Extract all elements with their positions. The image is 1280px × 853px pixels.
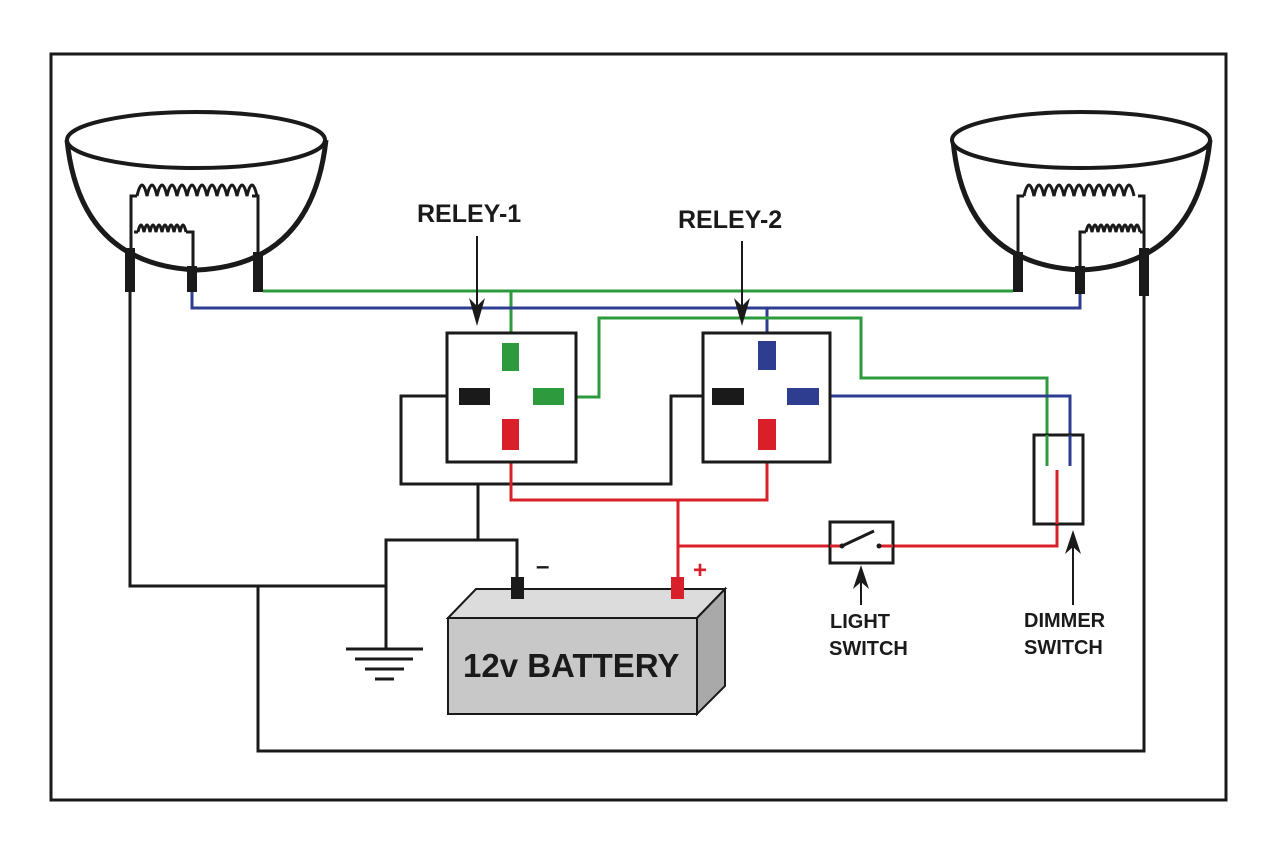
battery-negative-terminal [511, 577, 524, 599]
relay1-pin-86 [502, 343, 519, 371]
relay2-arrow [734, 241, 750, 326]
battery-label: 12v BATTERY [463, 647, 679, 684]
wire-black-left-lamp [128, 292, 386, 588]
light-switch-label-line1: LIGHT [830, 611, 890, 633]
diagram-border [49, 52, 1228, 802]
relay1-label: RELEY-1 [417, 200, 521, 228]
battery [445, 577, 728, 717]
wire-black-relay-ground [399, 394, 712, 486]
relay2-pin-85 [712, 388, 744, 405]
relay1-arrow [469, 236, 485, 326]
light-switch [828, 520, 895, 565]
ground-symbol [346, 647, 423, 681]
relay2-pin-87 [787, 388, 819, 405]
relay1-pin-30 [502, 419, 519, 450]
wire-green-to-dimmer [562, 316, 1049, 466]
relay2-label: RELEY-2 [678, 206, 782, 234]
dimmer-switch [1032, 433, 1085, 526]
wire-black-to-battery [384, 484, 480, 648]
relay2-pin-86 [758, 341, 776, 370]
relay-1 [445, 331, 578, 464]
wire-black-right-lamp [256, 296, 1146, 753]
wire-red-to-dimmer [893, 524, 1059, 548]
relay-2 [701, 331, 832, 464]
wire-red-relays [509, 450, 769, 502]
headlamp-right [950, 110, 1213, 296]
light-switch-arrow [853, 565, 869, 605]
dimmer-switch-label-line1: DIMMER [1024, 610, 1106, 632]
relay1-pin-87 [533, 388, 564, 405]
wire-black-battery-neg [478, 538, 519, 578]
battery-positive-terminal [671, 577, 684, 599]
dimmer-switch-arrow [1065, 530, 1081, 605]
headlamp-left [64, 110, 329, 292]
battery-minus-sign: – [536, 553, 549, 580]
relay1-pin-85 [459, 388, 490, 405]
dimmer-switch-label-line2: SWITCH [1024, 637, 1103, 659]
wire-blue-to-dimmer [819, 394, 1072, 466]
relay2-pin-30 [758, 419, 776, 450]
light-switch-label-line2: SWITCH [829, 638, 908, 660]
battery-plus-sign: + [693, 557, 707, 584]
wire-blue-lowbeam [190, 292, 1082, 310]
